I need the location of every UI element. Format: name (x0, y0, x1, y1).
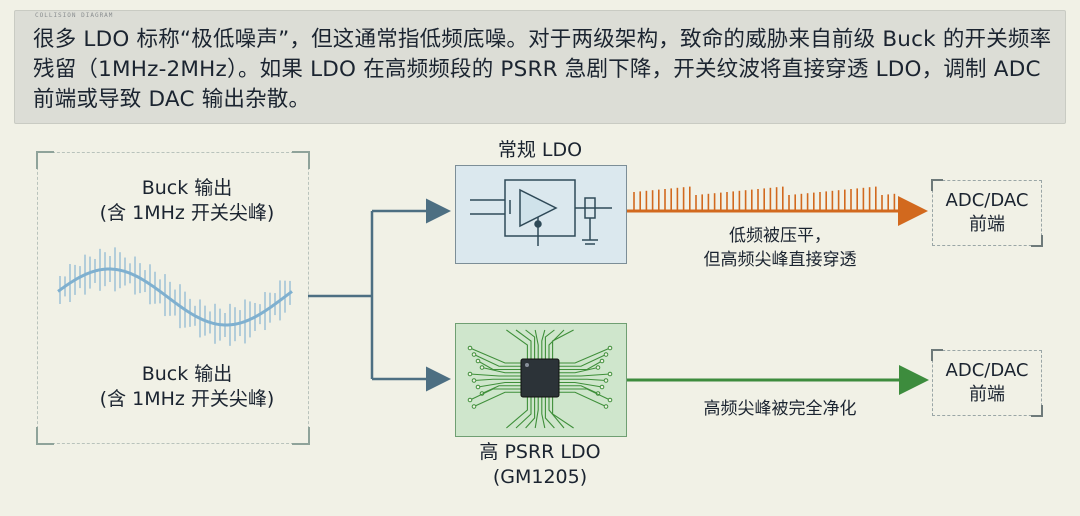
pcb-trace (548, 397, 565, 429)
frontend-line2: 前端 (968, 214, 1005, 235)
pcb-trace (473, 391, 521, 407)
pcb-via (603, 404, 609, 409)
pcb-trace (477, 381, 521, 388)
pcb-trace (541, 329, 546, 359)
pcb-trace (548, 329, 565, 359)
pcb-via (603, 378, 609, 383)
pcb-via (607, 371, 613, 377)
pcb-via (607, 345, 613, 351)
pcb-trace (469, 373, 521, 377)
pcb-trace (481, 385, 521, 395)
standard-ldo-title: 常规 LDO (497, 139, 583, 161)
pcb-trace (469, 347, 521, 364)
frontend-line1: ADC/DAC (945, 190, 1029, 211)
pcb-trace (506, 397, 528, 429)
split-connectors (308, 198, 451, 392)
high-freq-spike-output (627, 186, 928, 226)
frame-corner (292, 427, 310, 445)
frame-corner (36, 151, 54, 169)
pcb-via (603, 352, 609, 357)
pcb-via (595, 365, 601, 370)
box-corner (931, 179, 943, 191)
pcb-via (471, 378, 477, 383)
pcb-trace (469, 388, 521, 401)
pcb-trace (473, 354, 521, 367)
adc-dac-frontend-bottom: ADC/DAC 前端 (931, 349, 1043, 417)
standard-result-line2: 但高频尖峰直接穿透 (703, 250, 857, 270)
high-psrr-ldo-part: (GM1205) (492, 466, 588, 488)
description-text: 很多 LDO 标称“极低噪声”，但这通常指低频底噪。对于两级架构，致命的威胁来自… (33, 27, 1052, 112)
pcb-trace-icon (467, 329, 613, 429)
pcb-trace (506, 329, 528, 359)
pcb-via (467, 371, 473, 377)
pcb-via (467, 397, 473, 403)
description-banner: COLLISION DIAGRAM 很多 LDO 标称“极低噪声”，但这通常指低… (14, 10, 1066, 124)
pcb-trace (481, 366, 521, 374)
buck-label-line2: (含 1MHz 开关尖峰) (99, 388, 275, 410)
pcb-trace (559, 378, 607, 382)
pcb-trace (559, 388, 611, 401)
pcb-via (467, 345, 473, 351)
buck-label-line1: Buck 输出 (141, 363, 233, 385)
buck-label-line1: Buck 输出 (141, 177, 233, 199)
buck-output-frame (36, 151, 310, 445)
high-psrr-ldo-name: 高 PSRR LDO (479, 441, 601, 463)
pcb-via (599, 384, 605, 390)
box-corner (931, 349, 943, 361)
buck-output-label-bottom: Buck 输出 (含 1MHz 开关尖峰) (92, 362, 282, 412)
ic-chip-icon (520, 358, 560, 398)
buck-output-label-top: Buck 输出 (含 1MHz 开关尖峰) (92, 176, 282, 226)
frontend-line2: 前端 (968, 384, 1005, 405)
noisy-sine-wave (57, 247, 293, 346)
pcb-trace (559, 354, 607, 367)
pcb-trace (559, 373, 611, 377)
pcb-trace (559, 366, 599, 374)
pcb-trace (534, 397, 539, 429)
pcb-trace (552, 397, 574, 429)
frontend-label: ADC/DAC 前端 (946, 359, 1029, 407)
pcb-trace (525, 329, 536, 359)
pcb-trace (473, 378, 521, 382)
ldo-schematic-icon (470, 179, 612, 246)
pcb-trace (515, 329, 532, 359)
pcb-trace (559, 391, 607, 407)
pcb-via (479, 365, 485, 370)
frame-corner (36, 427, 54, 445)
pcb-trace (552, 329, 574, 359)
diagram-tag: COLLISION DIAGRAM (35, 12, 114, 19)
pcb-trace (559, 385, 599, 395)
pcb-via (471, 404, 477, 409)
pcb-via (475, 384, 481, 390)
frame-corner (292, 151, 310, 169)
pcb-trace (515, 397, 532, 429)
standard-ldo-result: 低频被压平， 但高频尖峰直接穿透 (670, 224, 890, 272)
pcb-via (471, 352, 477, 357)
box-corner (1031, 235, 1043, 247)
high-psrr-result: 高频尖峰被完全净化 (703, 399, 857, 419)
standard-result-line1: 低频被压平， (729, 226, 831, 246)
adc-dac-frontend-top: ADC/DAC 前端 (931, 179, 1043, 247)
box-corner (1031, 405, 1043, 417)
buck-label-line2: (含 1MHz 开关尖峰) (99, 202, 275, 224)
pcb-via (475, 358, 481, 364)
pcb-trace (544, 397, 555, 429)
pcb-via (599, 358, 605, 364)
high-psrr-ldo-title: 高 PSRR LDO (GM1205) (430, 440, 650, 490)
pcb-trace (559, 381, 603, 388)
frontend-label: ADC/DAC 前端 (946, 189, 1029, 237)
pcb-trace (541, 397, 546, 429)
pcb-via (607, 397, 613, 403)
pcb-trace (525, 397, 536, 429)
frontend-line1: ADC/DAC (945, 360, 1029, 381)
pcb-trace (534, 329, 539, 359)
pcb-trace (559, 347, 611, 364)
pcb-trace (544, 329, 555, 359)
